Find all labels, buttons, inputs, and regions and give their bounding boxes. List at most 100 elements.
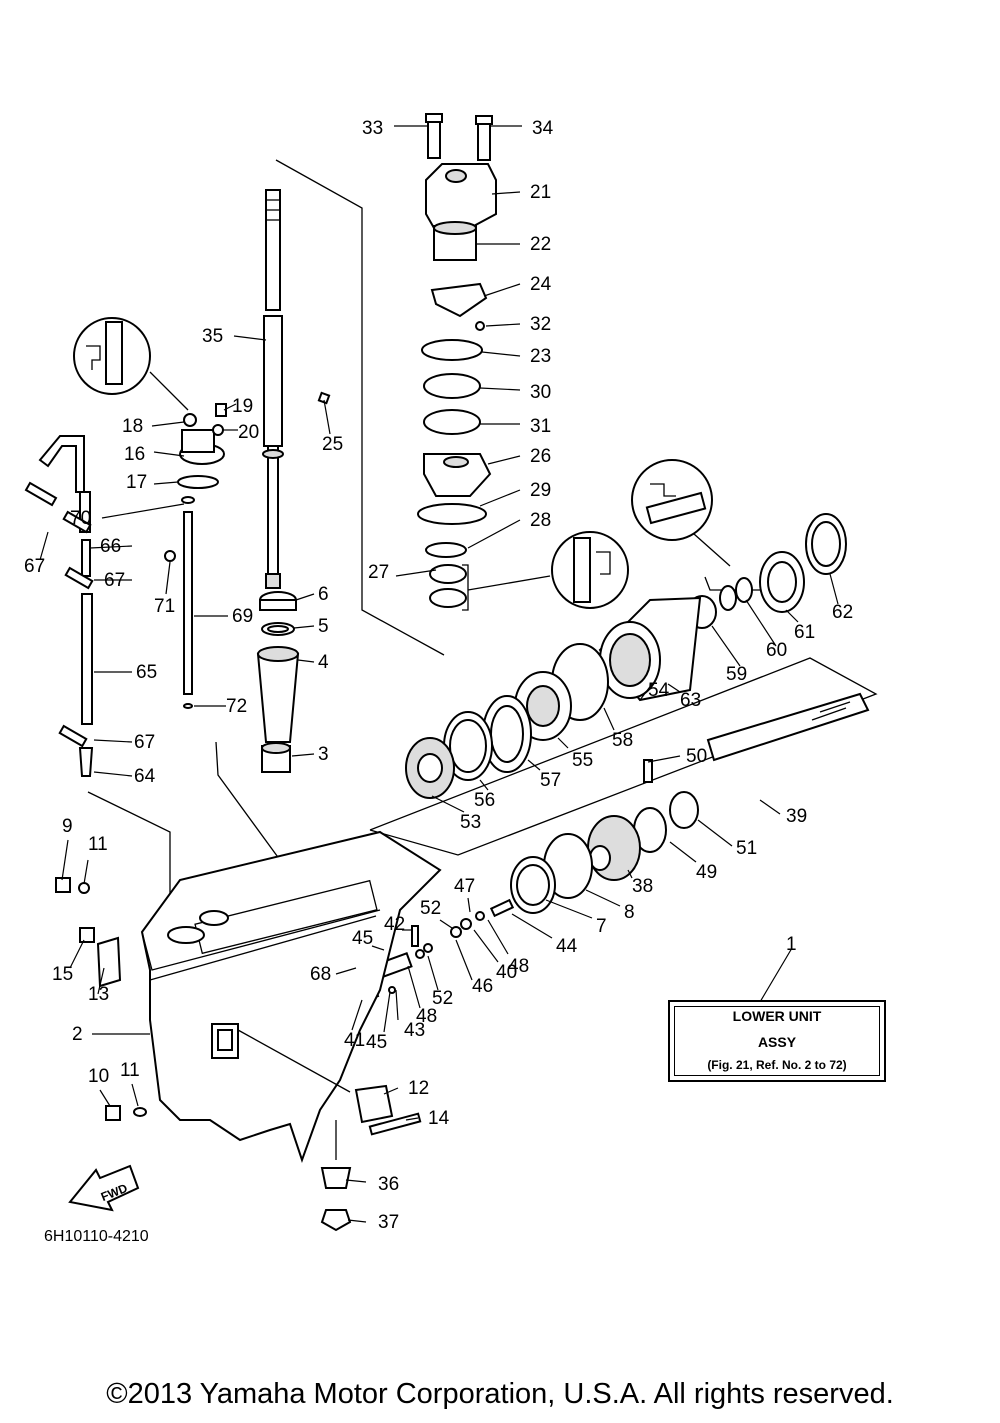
callout-leader — [481, 351, 521, 357]
callout-leader — [585, 889, 621, 907]
callout-leader — [627, 869, 633, 879]
callout-number: 24 — [530, 274, 552, 295]
callout-leader — [291, 753, 315, 757]
callout-leader — [93, 771, 133, 777]
callout-number: 57 — [540, 770, 561, 791]
callout-number: 16 — [124, 444, 145, 465]
callout-leader — [89, 545, 133, 549]
callout-number: 66 — [100, 536, 121, 557]
shift-rod-and-hoses — [24, 391, 331, 777]
callout-number: 13 — [88, 984, 109, 1005]
callout-number: 26 — [530, 446, 551, 467]
callout-number: 32 — [530, 314, 551, 335]
forward-direction-arrow: FWD — [68, 1164, 140, 1212]
drawing-code: 6H10110-4210 — [44, 1228, 149, 1245]
exploded-parts-diagram: FWD 333421222432233031262928273519182025… — [24, 113, 878, 1233]
callout-number: 8 — [624, 902, 635, 923]
callout-leader — [383, 1087, 399, 1095]
callout-leader — [99, 1089, 111, 1107]
callout-number: 70 — [70, 508, 91, 529]
callout-number: 68 — [310, 964, 331, 985]
callout-leader — [669, 841, 697, 863]
assembly-note: (Fig. 21, Ref. No. 2 to 72) — [707, 1058, 847, 1072]
callout-number: 31 — [530, 416, 551, 437]
callout-number: 65 — [136, 662, 157, 683]
callout-number: 54 — [648, 680, 670, 701]
callout-leader — [97, 967, 105, 995]
callout-leader — [93, 739, 133, 743]
callout-leader — [647, 755, 681, 763]
callout-number: 52 — [432, 988, 453, 1009]
callout-number: 11 — [88, 834, 108, 855]
callout-number: 50 — [686, 746, 707, 767]
callout-number: 6 — [318, 584, 329, 605]
callout-number: 29 — [530, 480, 551, 501]
assembly-subtitle: ASSY — [757, 1034, 797, 1050]
callout-leader — [371, 945, 385, 951]
fasteners — [55, 877, 422, 1232]
callout-leader — [745, 599, 777, 647]
callout-number: 27 — [368, 562, 389, 583]
callout-leader — [759, 947, 793, 1003]
callout-leader — [233, 335, 267, 341]
callout-number: 71 — [154, 596, 175, 617]
callout-number: 67 — [104, 570, 125, 591]
callout-leader — [431, 795, 465, 813]
callout-number: 62 — [832, 602, 853, 623]
callout-number: 52 — [420, 898, 441, 919]
callout-leader — [351, 999, 363, 1031]
callout-number: 3 — [318, 744, 329, 765]
callout-number: 28 — [530, 510, 551, 531]
callout-number: 51 — [736, 838, 757, 859]
callout-number: 35 — [202, 326, 223, 347]
assembly-info-box: LOWER UNIT ASSY (Fig. 21, Ref. No. 2 to … — [668, 1000, 886, 1082]
callout-number: 22 — [530, 234, 551, 255]
callout-number: 61 — [794, 622, 815, 643]
callout-number: 1 — [786, 934, 797, 955]
callout-number: 44 — [556, 936, 578, 957]
callout-number: 48 — [508, 956, 529, 977]
callout-leader — [407, 965, 421, 1009]
detail-inset-circles — [73, 317, 731, 609]
callout-number: 17 — [126, 472, 147, 493]
callout-leader — [345, 1179, 367, 1183]
callout-leader — [395, 989, 399, 1021]
callout-number: 34 — [532, 118, 554, 139]
callout-leader — [545, 899, 593, 919]
callout-number: 46 — [472, 976, 493, 997]
callout-leader — [323, 399, 331, 435]
callout-number: 9 — [62, 816, 73, 837]
callout-number: 42 — [384, 914, 405, 935]
callout-number: 36 — [378, 1174, 399, 1195]
callout-leader — [335, 967, 357, 975]
callout-leader — [487, 455, 521, 465]
callout-leader — [467, 897, 471, 913]
callout-number: 40 — [496, 962, 517, 983]
callout-number: 30 — [530, 382, 551, 403]
callout-number: 47 — [454, 876, 475, 897]
callout-number: 15 — [52, 964, 73, 985]
callout-number: 67 — [24, 556, 45, 577]
callout-leader — [61, 839, 69, 881]
callout-leader — [131, 1083, 139, 1107]
callout-leader — [405, 1117, 419, 1121]
callout-number: 25 — [322, 434, 343, 455]
callout-number: 18 — [122, 416, 143, 437]
callout-number: 58 — [612, 730, 633, 751]
callout-leader — [487, 919, 509, 955]
callout-leader — [759, 799, 781, 815]
copyright-notice: ©2013 Yamaha Motor Corporation, U.S.A. A… — [106, 1378, 894, 1410]
callout-number: 20 — [238, 422, 259, 443]
callout-leader — [69, 939, 85, 969]
callout-number: 53 — [460, 812, 481, 833]
drive-shaft — [262, 189, 284, 589]
callout-number: 38 — [632, 876, 653, 897]
callout-leader — [697, 819, 733, 847]
propeller-shaft-assembly — [405, 513, 870, 938]
callout-number: 49 — [696, 862, 717, 883]
callout-leader — [223, 403, 237, 411]
callout-leader — [439, 919, 453, 929]
callout-leader — [527, 759, 541, 771]
callout-leader — [479, 387, 521, 391]
